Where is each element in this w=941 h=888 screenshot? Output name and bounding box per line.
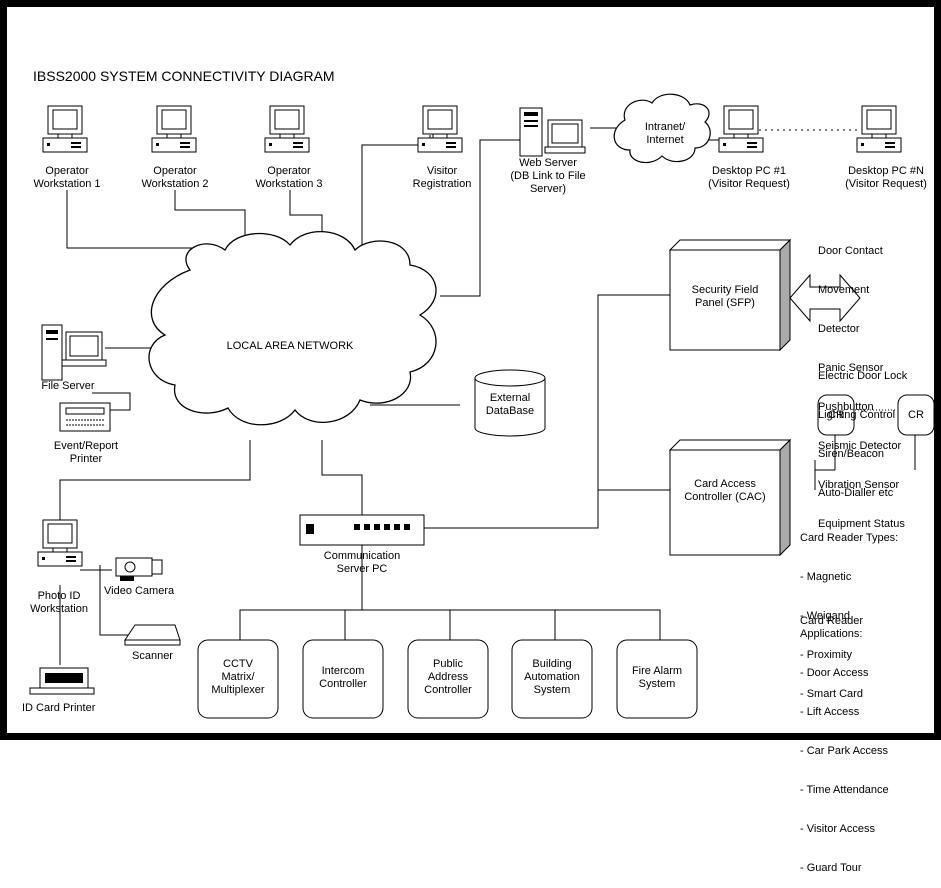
lan-label: LOCAL AREA NETWORK xyxy=(226,340,354,352)
video-camera-icon xyxy=(115,557,163,581)
comm-server-label: Communication Server PC xyxy=(323,550,401,575)
card-reader-apps-heading: Card Reader Applications: xyxy=(800,615,863,640)
op3-label: Operator Workstation 3 xyxy=(255,165,323,190)
desktopN-computer-icon xyxy=(856,105,902,153)
video-camera-label: Video Camera xyxy=(104,585,175,597)
sfp-output: Lighting Control xyxy=(818,409,896,421)
photo-id-label: Photo ID Workstation xyxy=(30,590,88,615)
subsystem-box-cctv xyxy=(197,639,279,719)
sfp-label: Security Field Panel (SFP) xyxy=(691,284,759,309)
cr-box-2 xyxy=(897,394,935,436)
sfp-output: Auto-Dialler etc xyxy=(818,487,894,499)
database-icon xyxy=(474,369,546,437)
id-card-printer-icon xyxy=(29,667,95,695)
sfp-input: Movement xyxy=(818,284,870,296)
sfp-input: Detector xyxy=(818,323,860,335)
subsystem-label-intercom: Intercom Controller xyxy=(319,665,367,690)
cr-label-2: CR xyxy=(908,409,924,421)
card-reader-app: - Guard Tour xyxy=(800,862,862,874)
card-reader-app: - Lift Access xyxy=(800,706,860,718)
photo-id-computer-icon xyxy=(37,519,83,567)
subsystem-box-pa xyxy=(407,639,489,719)
sfp-output: Electric Door Lock xyxy=(818,370,908,382)
card-reader-apps: Card Reader Applications: - Door Access … xyxy=(800,589,889,888)
card-reader-app: - Door Access xyxy=(800,667,869,679)
connection-lines xyxy=(59,127,916,665)
subsystem-box-bas xyxy=(511,639,593,719)
card-reader-app: - Car Park Access xyxy=(800,745,889,757)
event-printer-label: Event/Report Printer xyxy=(53,440,119,465)
sfp-box xyxy=(668,238,792,352)
op1-computer-icon xyxy=(42,105,88,153)
sfp-input: Door Contact xyxy=(818,245,883,257)
sfp-inputs-list: Door Contact Movement Detector Panic Sen… xyxy=(818,219,905,544)
sfp-output: Siren/Beacon xyxy=(818,448,885,460)
card-reader-type: - Smart Card xyxy=(800,688,863,700)
sfp-input: Pushbutton xyxy=(818,401,874,413)
op1-label: Operator Workstation 1 xyxy=(33,165,101,190)
web-server-icon xyxy=(519,107,586,157)
card-reader-type: - Weigand xyxy=(800,610,850,622)
subsystem-box-intercom xyxy=(302,639,384,719)
sfp-outputs-list: Electric Door Lock Lighting Control Sire… xyxy=(818,344,907,513)
desktop1-label: Desktop PC #1 (Visitor Request) xyxy=(708,165,790,190)
sfp-input: Seismic Detector xyxy=(818,440,902,452)
file-server-label: File Server xyxy=(41,380,95,392)
op3-computer-icon xyxy=(264,105,310,153)
card-reader-app: - Time Attendance xyxy=(800,784,889,796)
cr-box-1 xyxy=(817,394,855,436)
card-reader-types-heading: Card Reader Types: xyxy=(800,532,899,544)
event-printer-icon xyxy=(59,402,111,432)
op2-computer-icon xyxy=(151,105,197,153)
double-arrow xyxy=(789,273,861,323)
comm-server-icon xyxy=(299,514,425,546)
subsystem-label-bas: Building Automation System xyxy=(524,658,580,696)
visitor-reg-computer-icon xyxy=(417,105,463,153)
intranet-cloud xyxy=(613,93,711,164)
card-reader-types: Card Reader Types: - Magnetic - Weigand … xyxy=(800,506,898,714)
op2-label: Operator Workstation 2 xyxy=(141,165,209,190)
lan-cloud xyxy=(148,231,437,426)
cac-label: Card Access Controller (CAC) xyxy=(684,478,766,503)
cac-box xyxy=(668,438,792,557)
sfp-input: Panic Sensor xyxy=(818,362,884,374)
scanner-icon xyxy=(124,624,181,646)
scanner-label: Scanner xyxy=(132,650,173,662)
card-reader-type: - Magnetic xyxy=(800,571,852,583)
subsystem-label-pa: Public Address Controller xyxy=(424,658,472,696)
subsystem-label-fire: Fire Alarm System xyxy=(631,665,683,690)
intranet-label: Intranet/ Internet xyxy=(644,121,686,146)
diagram-canvas xyxy=(0,0,941,740)
web-server-label: Web Server (DB Link to File Server) xyxy=(510,157,586,195)
id-printer-label: ID Card Printer xyxy=(22,702,96,714)
file-server-icon xyxy=(41,324,107,381)
sfp-input: Equipment Status xyxy=(818,518,905,530)
cr-label-1: CR xyxy=(828,409,844,421)
database-label: External DataBase xyxy=(485,392,535,417)
desktop1-computer-icon xyxy=(718,105,764,153)
diagram-title: IBSS2000 SYSTEM CONNECTIVITY DIAGRAM xyxy=(33,68,335,84)
sfp-input: Vibration Sensor xyxy=(818,479,900,491)
subsystem-box-fire xyxy=(616,639,698,719)
subsystem-label-cctv: CCTV Matrix/ Multiplexer xyxy=(211,658,265,696)
desktopN-label: Desktop PC #N (Visitor Request) xyxy=(845,165,927,190)
visitor-reg-label: Visitor Registration xyxy=(412,165,472,190)
card-reader-app: - Visitor Access xyxy=(800,823,875,835)
card-reader-type: - Proximity xyxy=(800,649,852,661)
